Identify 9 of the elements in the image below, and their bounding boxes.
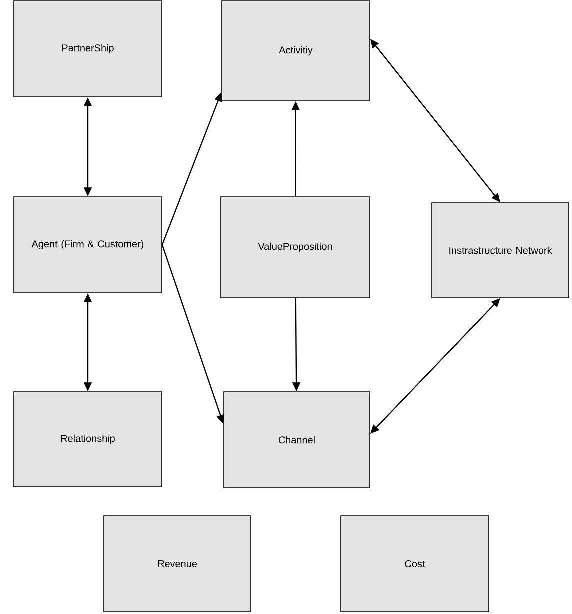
process-box: Instrastructure Network: [432, 202, 570, 298]
process-box: Channel: [224, 392, 370, 488]
process-box: Cost: [340, 516, 490, 612]
process-box: ValueProposition: [220, 196, 370, 298]
process-box: Agent (Firm & Customer): [14, 196, 162, 294]
process-box: Revenue: [104, 516, 252, 612]
process-box: Activitiy: [222, 0, 370, 102]
process-box: Relationship: [14, 392, 162, 488]
process-box: PartnerShip: [14, 0, 162, 98]
